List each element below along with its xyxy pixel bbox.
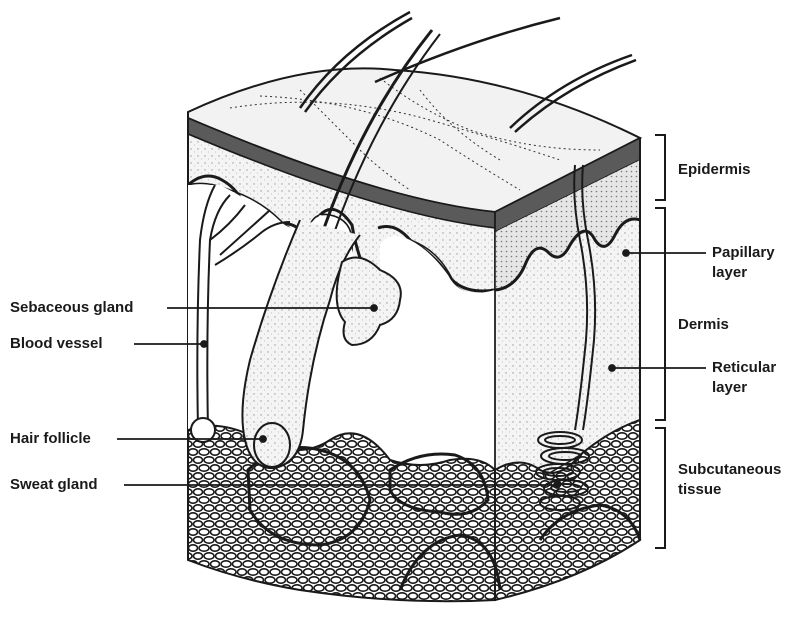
- label-sweat-gland: Sweat gland: [10, 475, 98, 495]
- label-subcutaneous-tissue-line1: Subcutaneous: [678, 460, 781, 480]
- label-subcutaneous-tissue-line2: tissue: [678, 480, 721, 500]
- label-hair-follicle: Hair follicle: [10, 429, 91, 449]
- layer-brackets: [655, 135, 665, 548]
- label-epidermis: Epidermis: [678, 160, 751, 180]
- label-sebaceous-gland: Sebaceous gland: [10, 298, 133, 318]
- label-reticular-layer-line2: layer: [712, 378, 747, 398]
- label-papillary-layer-line1: Papillary: [712, 243, 775, 263]
- label-papillary-layer-line2: layer: [712, 263, 747, 283]
- bracket-dermis: [655, 208, 665, 420]
- bracket-epidermis: [655, 135, 665, 200]
- label-blood-vessel: Blood vessel: [10, 334, 103, 354]
- bracket-subcutaneous: [655, 428, 665, 548]
- label-reticular-layer-line1: Reticular: [712, 358, 776, 378]
- label-dermis: Dermis: [678, 315, 729, 335]
